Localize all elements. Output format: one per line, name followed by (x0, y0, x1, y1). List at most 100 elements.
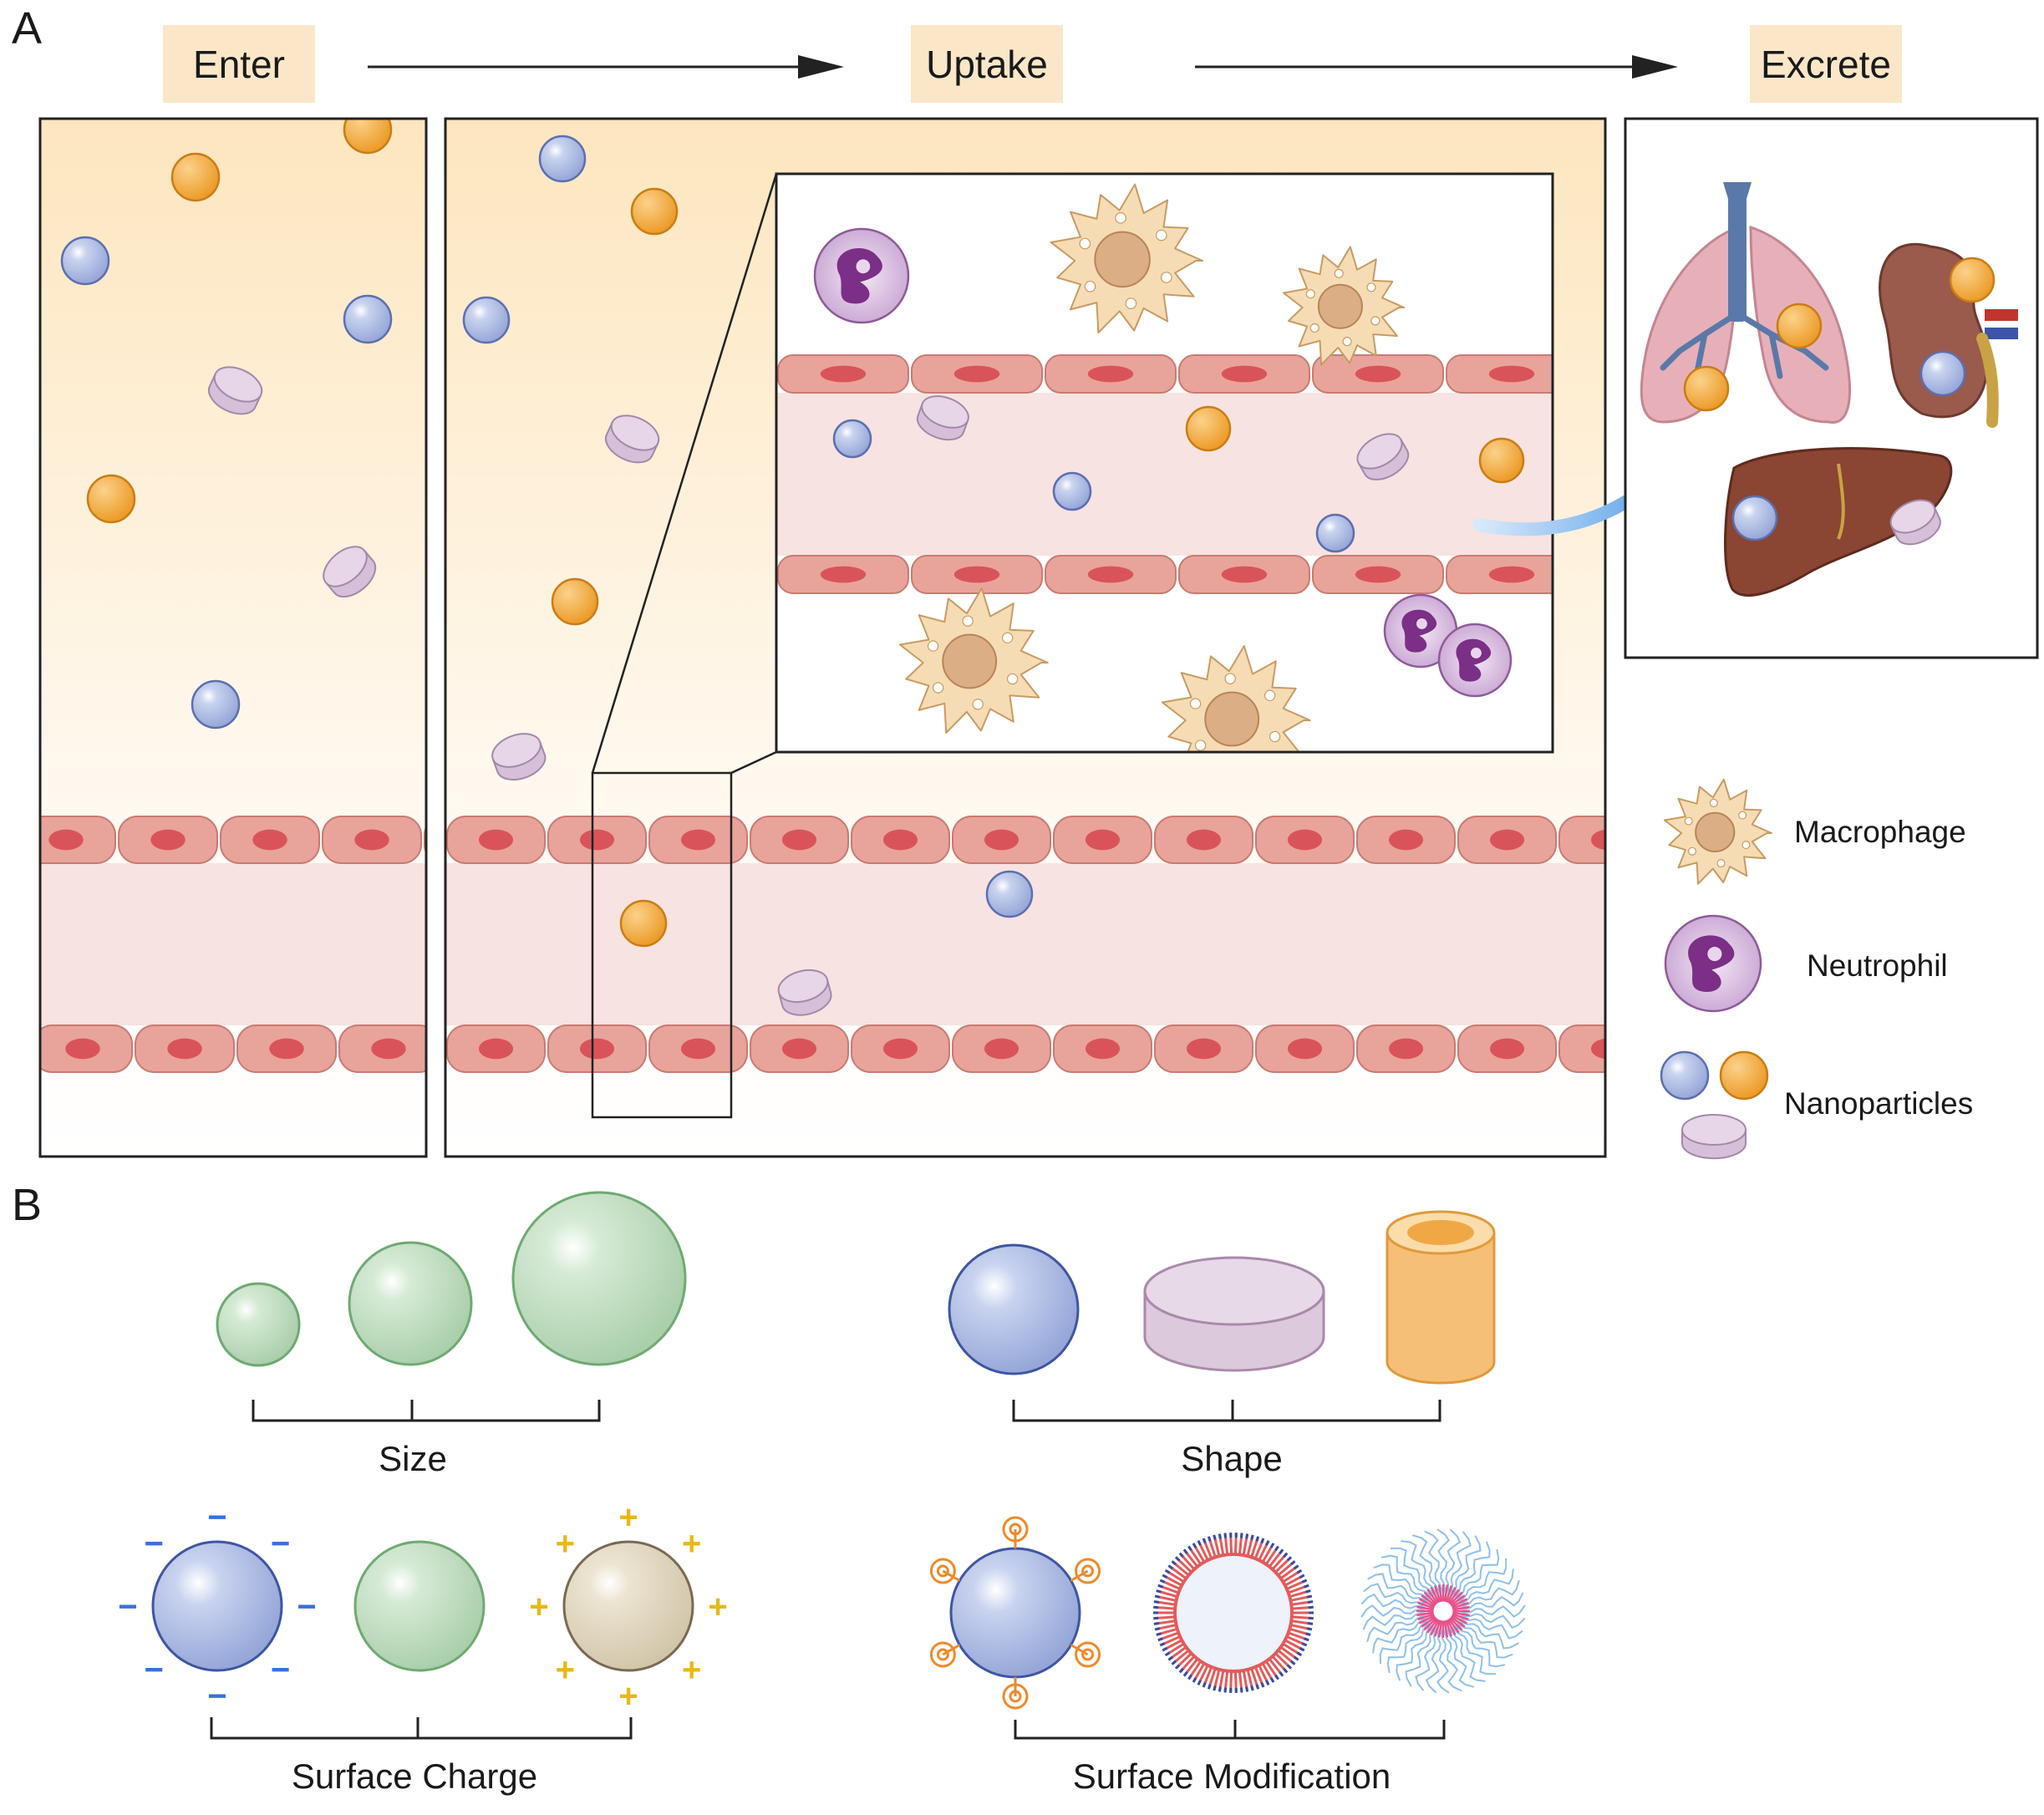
blue-nanoparticle (1733, 496, 1777, 540)
blue-nanoparticle (1054, 473, 1091, 510)
peg-chain (1172, 1561, 1176, 1564)
cell-nucleus (1088, 567, 1133, 583)
size-medium-sphere (349, 1243, 471, 1365)
peg-chain (1225, 1533, 1226, 1538)
legend-nanoparticles-label: Nanoparticles (1784, 1086, 1973, 1121)
orange-nanoparticle (344, 106, 391, 153)
size-large-sphere (513, 1192, 685, 1365)
peg-chain (1262, 1538, 1264, 1543)
peg-chain (1162, 1648, 1167, 1650)
cell-nucleus (954, 366, 999, 383)
micelle-core (1432, 1600, 1454, 1622)
blue-nanoparticle (834, 420, 871, 457)
peg-chain (1294, 1657, 1299, 1660)
cell-nucleus (1355, 567, 1401, 583)
peg-chain (1176, 1665, 1179, 1669)
peg-chain (1284, 1669, 1287, 1672)
orange-nanoparticle (172, 154, 219, 201)
peg-chain (1157, 1634, 1162, 1635)
peg-chain (1160, 1644, 1164, 1645)
blue-nanoparticle (62, 237, 109, 284)
peg-chain (1288, 1557, 1291, 1560)
positive-charge-sign: + (618, 1678, 638, 1715)
cell-nucleus (1490, 830, 1524, 851)
orange-nanoparticle (621, 901, 666, 946)
peg-chain (1241, 1533, 1242, 1538)
peg-chain (1271, 1678, 1274, 1682)
peg-chain (1180, 1553, 1183, 1557)
blue-nanoparticle (987, 872, 1032, 917)
cell-nucleus (1288, 830, 1322, 851)
peg-chain (1308, 1602, 1313, 1603)
peg-chain (1302, 1644, 1306, 1645)
peg-chain (1155, 1596, 1160, 1597)
negative-charge-sign: − (118, 1589, 137, 1625)
cell-nucleus (1490, 1039, 1524, 1060)
blue-nanoparticle (192, 681, 239, 728)
cell-nucleus (269, 1039, 303, 1060)
cell-nucleus (167, 1039, 201, 1060)
blue-nanoparticle (344, 296, 391, 343)
surface-modification-bracket (1015, 1720, 1444, 1738)
surface-modification-label: Surface Modification (1073, 1757, 1391, 1796)
positive-charge-sign: + (708, 1589, 727, 1625)
cell-nucleus (580, 830, 614, 851)
panel-b-label: B (12, 1180, 42, 1230)
charge-neutral-sphere (355, 1542, 484, 1670)
neutrophil-cell (1665, 916, 1761, 1011)
orange-nanoparticle (632, 189, 677, 234)
peg-chain (1166, 1653, 1170, 1655)
peg-chain (1198, 1541, 1201, 1545)
peg-chain (1284, 1553, 1287, 1557)
orange-nanoparticle (1777, 304, 1821, 348)
orange-nanoparticle (1721, 1052, 1767, 1099)
peg-chain (1252, 1685, 1253, 1690)
cell-nucleus (1187, 830, 1221, 851)
peg-chain (1275, 1675, 1278, 1680)
peg-chain (1266, 1680, 1269, 1685)
peg-chain (1193, 1543, 1196, 1548)
cell-nucleus (479, 1039, 513, 1060)
legend-nanoparticles-icon (1661, 1052, 1767, 1158)
peg-chain (1257, 1685, 1258, 1690)
neutrophil-cell (815, 229, 908, 323)
peg-chain (1166, 1570, 1170, 1573)
cell-nucleus (1489, 366, 1534, 383)
surface-charge-label: Surface Charge (292, 1757, 537, 1796)
cell-nucleus (1355, 366, 1401, 383)
cell-nucleus (984, 830, 1019, 851)
peg-chain (1203, 1682, 1205, 1687)
peg-chain (1247, 1533, 1248, 1538)
peg-chain (1158, 1639, 1163, 1640)
peg-chain (1219, 1687, 1220, 1692)
peg-chain (1157, 1591, 1162, 1593)
cell-nucleus (150, 830, 185, 851)
peg-chain (1241, 1688, 1242, 1693)
cell-nucleus (1187, 1039, 1221, 1060)
peg-chain (1154, 1602, 1159, 1603)
shape-bracket (1014, 1400, 1440, 1421)
blue-nanoparticle (464, 297, 509, 343)
peg-chain (1184, 1672, 1187, 1676)
orange-nanoparticle (1950, 258, 1994, 302)
stage-arrow-2 (1195, 55, 1678, 79)
legend-neutrophil-icon (1665, 916, 1761, 1011)
neutrophil-cell (1439, 624, 1511, 696)
negative-charge-sign: − (271, 1652, 290, 1689)
cell-nucleus (681, 1039, 715, 1060)
cell-nucleus (48, 830, 83, 851)
cell-nucleus (354, 830, 389, 851)
liposome-core (1175, 1554, 1292, 1671)
negative-charge-sign: − (207, 1678, 226, 1715)
cell-nucleus (252, 830, 287, 851)
peg-chain (1180, 1669, 1183, 1672)
peg-chain (1198, 1680, 1201, 1685)
negative-charge-sign: − (297, 1589, 316, 1625)
peg-chain (1297, 1570, 1301, 1573)
cell-nucleus (1389, 830, 1423, 851)
peg-chain (1162, 1575, 1167, 1578)
endothelial-cell (1559, 1025, 1657, 1072)
stage-uptake-label: Uptake (926, 43, 1048, 86)
ligand-coated-sphere (931, 1518, 1099, 1708)
stage-arrow-1 (368, 55, 844, 79)
